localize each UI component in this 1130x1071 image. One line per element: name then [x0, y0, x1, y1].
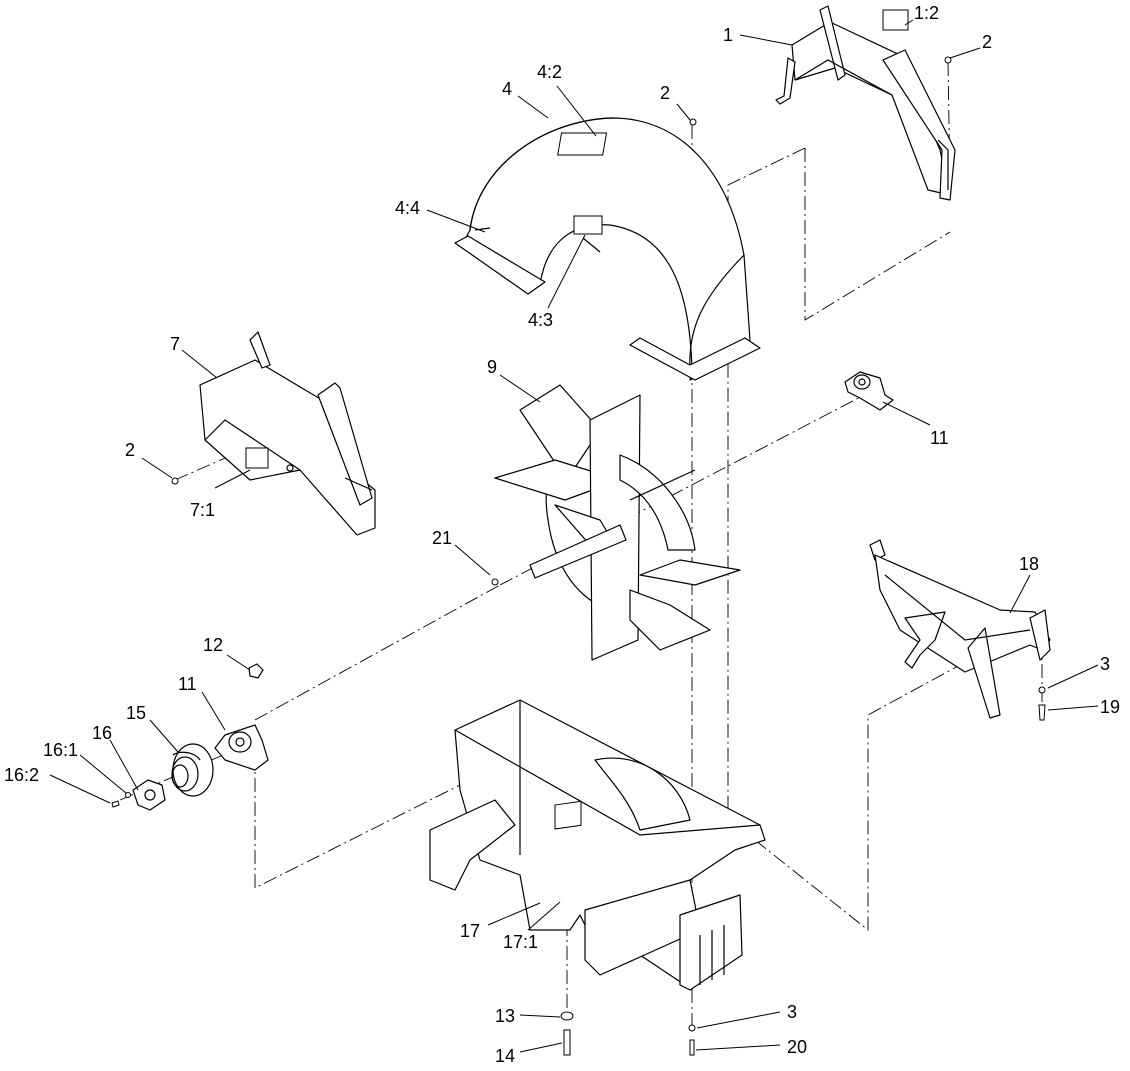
washer-3-bottom	[688, 1024, 696, 1032]
leader-lines	[49, 19, 1099, 1053]
washer-13	[560, 1011, 574, 1021]
callout-2-top-right: 2	[982, 32, 992, 52]
callout-2-center: 2	[660, 83, 670, 103]
callout-9: 9	[487, 357, 497, 377]
callout-17-1: 17:1	[503, 932, 538, 952]
callout-17: 17	[460, 921, 480, 941]
bolt-19	[1038, 704, 1046, 721]
callout-4-3: 4:3	[528, 310, 553, 330]
callout-3-bottom: 3	[787, 1002, 797, 1022]
key-21	[491, 578, 499, 586]
nut-2-center	[689, 118, 697, 126]
callout-labels: 1 1:2 2 2 4 4:2 4:4 4:3 7 2 7:1 9 11 21 …	[4, 3, 1120, 1066]
part-18-right-shield	[869, 539, 1051, 721]
callout-4-2: 4:2	[537, 62, 562, 82]
callout-7: 7	[170, 334, 180, 354]
screw-16-1	[125, 792, 131, 798]
part-1-upper-shield	[775, 5, 956, 201]
callout-3-right: 3	[1100, 654, 1110, 674]
part-17-base-frame	[429, 699, 766, 1056]
callout-16-1: 16:1	[43, 740, 78, 760]
callout-13: 13	[495, 1006, 515, 1026]
callout-11-left: 11	[178, 674, 197, 694]
callout-19: 19	[1100, 697, 1120, 717]
decal-4-2	[557, 132, 608, 156]
part-12-nut	[248, 663, 264, 679]
washer-3-right	[1038, 686, 1046, 694]
screw-16-2	[111, 800, 120, 808]
part-16-hub	[111, 779, 166, 811]
callout-12: 12	[203, 635, 223, 655]
bolt-20	[689, 1039, 695, 1056]
nut-2-top-right	[944, 56, 952, 64]
decal-1-2	[882, 9, 909, 31]
callout-1-2: 1:2	[914, 3, 939, 23]
nut-2-left	[171, 477, 179, 485]
part-9-impeller	[491, 384, 741, 661]
part-15-pulley	[171, 743, 214, 797]
decal-4-3	[573, 215, 603, 235]
decal-7-1	[245, 447, 269, 469]
callout-16-2: 16:2	[4, 765, 39, 785]
part-11-left-bearing	[214, 724, 269, 771]
callout-4-4: 4:4	[395, 198, 420, 218]
callout-2-left: 2	[125, 440, 135, 460]
part-4-curved-housing	[454, 117, 761, 381]
callout-11-right: 11	[930, 428, 949, 448]
callout-15: 15	[126, 703, 146, 723]
callout-18: 18	[1019, 554, 1039, 574]
callout-20: 20	[787, 1037, 807, 1057]
part-11-right-bearing	[844, 371, 894, 411]
callout-7-1: 7:1	[190, 500, 215, 520]
part-7-left-shield	[171, 331, 376, 536]
callout-1: 1	[723, 25, 733, 45]
callout-16: 16	[92, 723, 112, 743]
callout-21: 21	[432, 528, 452, 548]
bolt-14	[563, 1029, 571, 1056]
decal-17-1	[554, 800, 582, 830]
callout-14: 14	[495, 1046, 515, 1066]
callout-4: 4	[502, 79, 512, 99]
